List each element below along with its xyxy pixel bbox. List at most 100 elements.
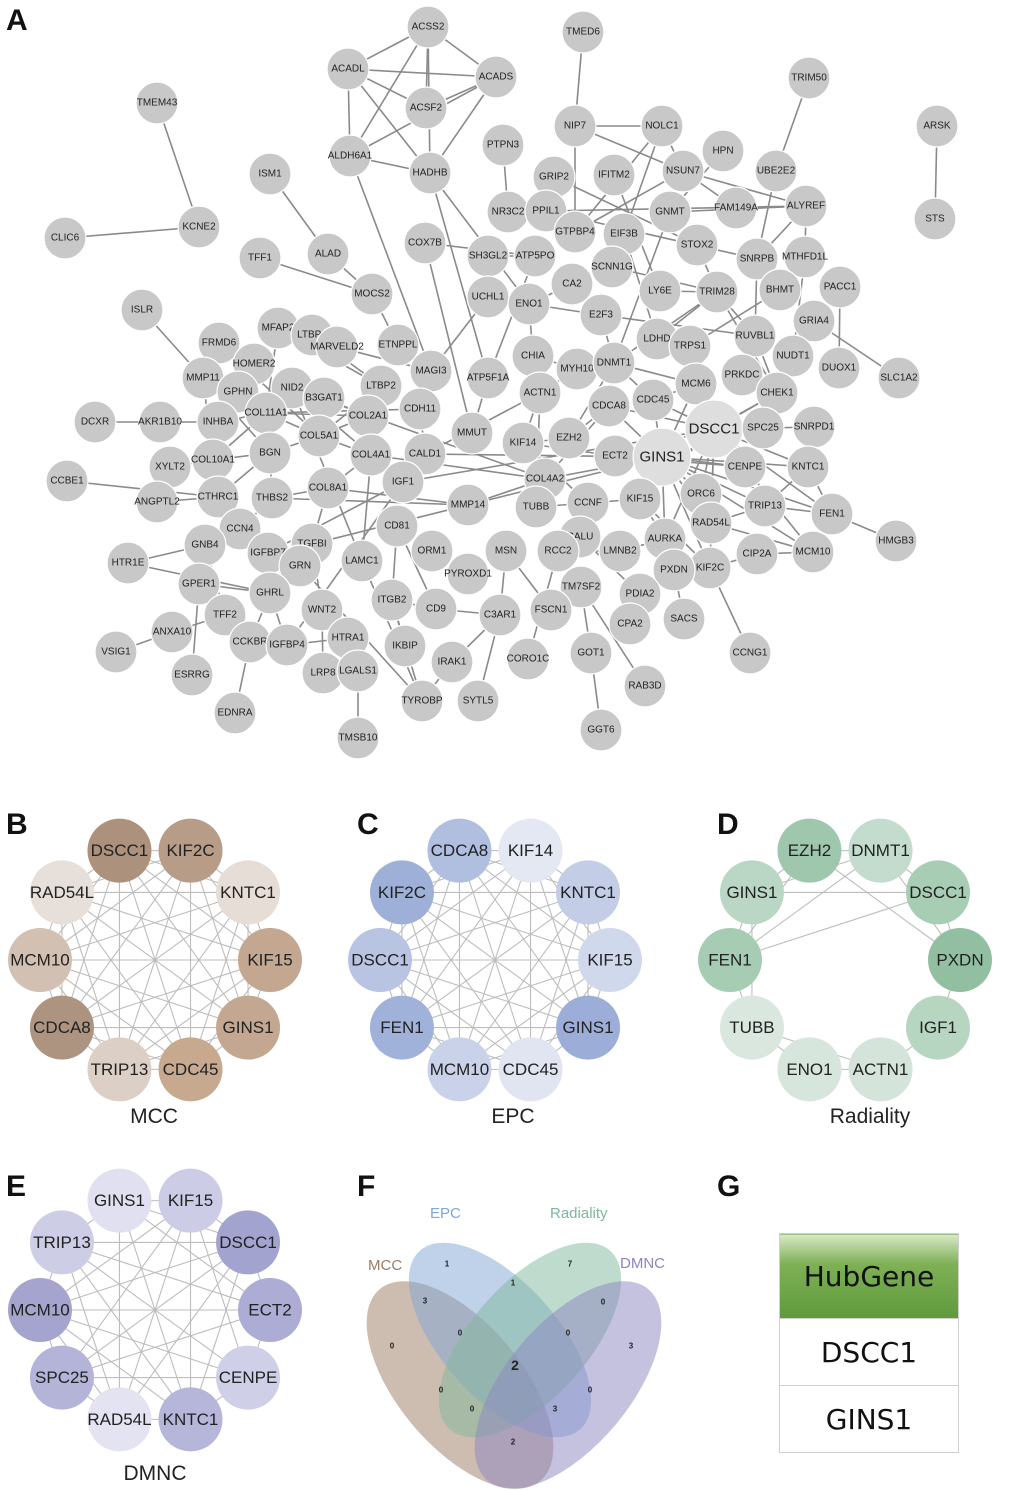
network-node-atp5f1a[interactable]: ATP5F1A	[466, 356, 510, 400]
ring-node-rad54l[interactable]: RAD54L	[87, 1387, 152, 1452]
network-node-islr[interactable]: ISLR	[120, 288, 164, 332]
network-node-mmut[interactable]: MMUT	[450, 411, 494, 455]
network-node-msn[interactable]: MSN	[484, 529, 528, 573]
ring-node-ezh2[interactable]: EZH2	[777, 818, 842, 883]
network-node-lgals1[interactable]: LGALS1	[336, 649, 380, 693]
network-node-nolc1[interactable]: NOLC1	[640, 104, 684, 148]
ring-node-gins1[interactable]: GINS1	[87, 1168, 152, 1233]
ring-node-cenpe[interactable]: CENPE	[216, 1345, 281, 1410]
network-node-fen1[interactable]: FEN1	[810, 492, 854, 536]
ring-node-gins1[interactable]: GINS1	[556, 995, 621, 1060]
network-node-tmed6[interactable]: TMED6	[561, 10, 605, 54]
network-node-rab3d[interactable]: RAB3D	[623, 664, 667, 708]
network-node-snrpd1[interactable]: SNRPD1	[792, 405, 836, 449]
network-node-cdc45[interactable]: CDC45	[631, 378, 675, 422]
network-node-tff1[interactable]: TFF1	[238, 236, 282, 280]
ring-node-mcm10[interactable]: MCM10	[8, 928, 72, 992]
network-node-dscc1[interactable]: DSCC1	[684, 399, 744, 459]
network-node-lamc1[interactable]: LAMC1	[340, 539, 384, 583]
network-node-tubb[interactable]: TUBB	[514, 485, 558, 529]
ring-node-mcm10[interactable]: MCM10	[427, 1037, 492, 1102]
network-node-cip2a[interactable]: CIP2A	[735, 532, 779, 576]
network-node-cd9[interactable]: CD9	[414, 587, 458, 631]
network-node-spc25[interactable]: SPC25	[741, 406, 785, 450]
network-node-alyref[interactable]: ALYREF	[784, 184, 828, 228]
ring-node-kif2c[interactable]: KIF2C	[369, 860, 434, 925]
network-node-e2f3[interactable]: E2F3	[579, 293, 623, 337]
network-node-cox7b[interactable]: COX7B	[403, 221, 447, 265]
network-node-wnt2[interactable]: WNT2	[300, 588, 344, 632]
ring-node-spc25[interactable]: SPC25	[29, 1345, 94, 1410]
network-node-ccbe1[interactable]: CCBE1	[45, 459, 89, 503]
network-node-col2a1[interactable]: COL2A1	[346, 394, 390, 438]
network-node-nr3c2[interactable]: NR3C2	[486, 190, 530, 234]
network-node-kif15[interactable]: KIF15	[618, 477, 662, 521]
network-node-mcm6[interactable]: MCM6	[674, 362, 718, 406]
network-node-cd81[interactable]: CD81	[375, 504, 419, 548]
network-node-pxdn[interactable]: PXDN	[652, 548, 696, 592]
network-node-marveld2[interactable]: MARVELD2	[310, 325, 364, 369]
network-node-acadl[interactable]: ACADL	[326, 47, 370, 91]
network-node-slc1a2[interactable]: SLC1A2	[877, 356, 921, 400]
ring-node-igf1[interactable]: IGF1	[906, 995, 971, 1060]
network-node-uchl1[interactable]: UCHL1	[466, 275, 510, 319]
network-node-duox1[interactable]: DUOX1	[817, 346, 861, 390]
network-node-cckbr[interactable]: CCKBR	[228, 620, 272, 664]
network-node-hadhb[interactable]: HADHB	[408, 151, 452, 195]
network-node-irak1[interactable]: IRAK1	[430, 640, 474, 684]
network-node-prkdc[interactable]: PRKDC	[720, 353, 764, 397]
network-node-coro1c[interactable]: CORO1C	[506, 637, 550, 681]
ring-node-dnmt1[interactable]: DNMT1	[848, 818, 913, 883]
network-node-thbs2[interactable]: THBS2	[250, 476, 294, 520]
network-node-rcc2[interactable]: RCC2	[536, 529, 580, 573]
network-node-acads[interactable]: ACADS	[474, 55, 518, 99]
network-node-chia[interactable]: CHIA	[511, 334, 555, 378]
ring-node-ect2[interactable]: ECT2	[238, 1278, 302, 1342]
ring-node-cdca8[interactable]: CDCA8	[29, 995, 94, 1060]
network-node-ikbip[interactable]: IKBIP	[383, 624, 427, 668]
network-node-hpn[interactable]: HPN	[701, 129, 745, 173]
network-node-pyroxd1[interactable]: PYROXD1	[444, 552, 492, 596]
ring-node-kif15[interactable]: KIF15	[158, 1168, 223, 1233]
network-node-tmsb10[interactable]: TMSB10	[336, 716, 380, 760]
network-node-tff2[interactable]: TFF2	[203, 593, 247, 637]
network-node-lmnb2[interactable]: LMNB2	[598, 529, 642, 573]
network-node-sts[interactable]: STS	[913, 197, 957, 241]
network-node-snrpb[interactable]: SNRPB	[735, 237, 779, 281]
ring-node-fen1[interactable]: FEN1	[698, 928, 762, 992]
network-node-ube2e2[interactable]: UBE2E2	[754, 149, 798, 193]
network-node-etnppl[interactable]: ETNPPL	[376, 323, 420, 367]
network-node-kntc1[interactable]: KNTC1	[786, 445, 830, 489]
network-node-dcxr[interactable]: DCXR	[73, 400, 117, 444]
ring-node-trip13[interactable]: TRIP13	[87, 1037, 152, 1102]
network-node-htr1e[interactable]: HTR1E	[106, 541, 150, 585]
ring-node-gins1[interactable]: GINS1	[216, 995, 281, 1060]
network-node-fam149a[interactable]: FAM149A	[714, 186, 758, 230]
network-node-magi3[interactable]: MAGI3	[409, 349, 453, 393]
network-node-mcm10[interactable]: MCM10	[791, 530, 835, 574]
network-node-cdca8[interactable]: CDCA8	[587, 384, 631, 428]
network-node-rad54l[interactable]: RAD54L	[689, 501, 733, 545]
network-node-hmgb3[interactable]: HMGB3	[874, 519, 918, 563]
network-node-ednra[interactable]: EDNRA	[213, 691, 257, 735]
network-node-angptl2[interactable]: ANGPTL2	[134, 480, 180, 524]
network-node-tmem43[interactable]: TMEM43	[135, 81, 179, 125]
network-node-ggt6[interactable]: GGT6	[579, 708, 623, 752]
network-node-nsun7[interactable]: NSUN7	[661, 149, 705, 193]
network-node-kcne2[interactable]: KCNE2	[177, 205, 221, 249]
ring-node-dscc1[interactable]: DSCC1	[906, 860, 971, 925]
network-node-alad[interactable]: ALAD	[306, 232, 350, 276]
network-node-kif14[interactable]: KIF14	[501, 421, 545, 465]
ring-node-pxdn[interactable]: PXDN	[928, 928, 992, 992]
network-node-trim50[interactable]: TRIM50	[787, 56, 831, 100]
network-node-gins1[interactable]: GINS1	[632, 427, 692, 487]
network-node-mthfd1l[interactable]: MTHFD1L	[782, 235, 829, 279]
network-node-nudt1[interactable]: NUDT1	[771, 334, 815, 378]
network-node-cpa2[interactable]: CPA2	[608, 602, 652, 646]
network-node-itgb2[interactable]: ITGB2	[370, 578, 414, 622]
network-node-acsf2[interactable]: ACSF2	[404, 86, 448, 130]
ring-node-kntc1[interactable]: KNTC1	[216, 860, 281, 925]
network-node-acss2[interactable]: ACSS2	[406, 5, 450, 49]
ring-node-dscc1[interactable]: DSCC1	[348, 928, 412, 992]
network-node-trip13[interactable]: TRIP13	[743, 484, 787, 528]
